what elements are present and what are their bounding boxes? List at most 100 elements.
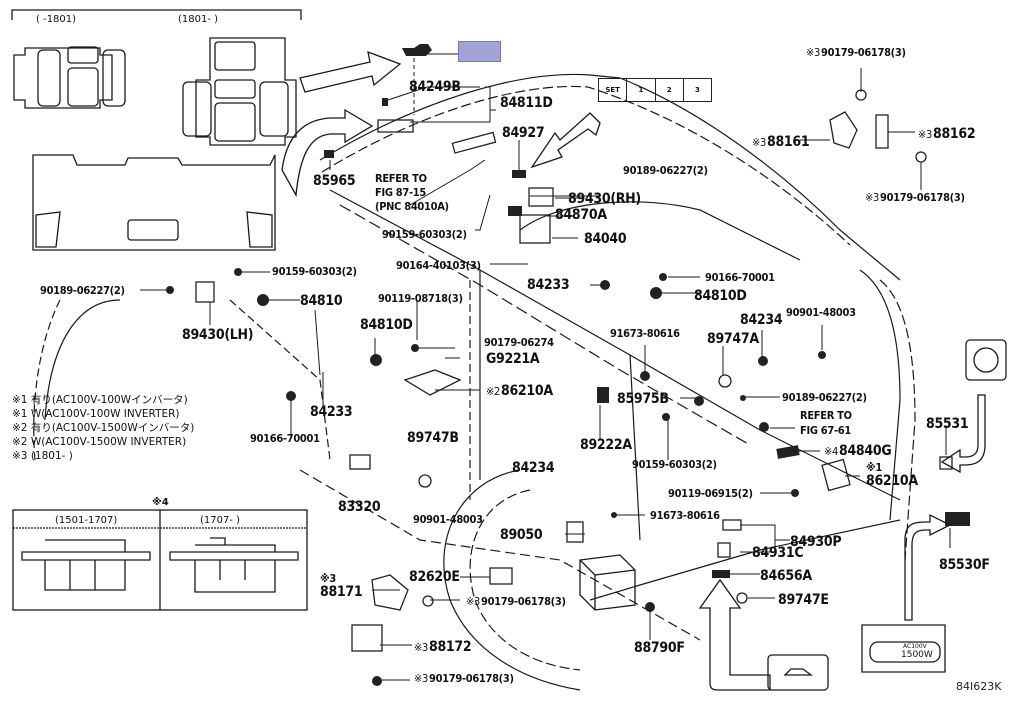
refer-fig-87-15-line1[interactable]: REFER TO: [375, 172, 427, 185]
part-86210A-a[interactable]: ※286210A: [486, 384, 553, 399]
part-83320[interactable]: 83320: [338, 499, 381, 515]
part-90189-06227-a[interactable]: 90189-06227(2): [623, 164, 708, 177]
part-84040[interactable]: 84040: [584, 231, 627, 247]
switch-panel-old: [13, 46, 126, 109]
memory-switch-inset: SET 1 2 3: [598, 78, 712, 102]
part-82620E[interactable]: 82620E: [409, 569, 460, 585]
vehicle-body: [33, 73, 916, 691]
arrow-big-2: [530, 112, 601, 169]
part-90189-06227-b[interactable]: 90189-06227(2): [40, 284, 125, 297]
legend-line-4: ※2 W(AC100V-1500W INVERTER): [12, 436, 187, 448]
part-84810D-b[interactable]: 84810D: [694, 288, 747, 304]
part-88161-number: 88161: [767, 134, 810, 150]
legend-line-5: ※3 (1801- ): [12, 450, 73, 462]
part-84233-b[interactable]: 84233: [310, 404, 353, 420]
part-91673-80616-a[interactable]: 91673-80616: [610, 327, 680, 340]
part-90179-06178-b-number: 90179-06178(3): [481, 595, 566, 608]
part-90179-06178-d-number: 90179-06178(3): [821, 46, 906, 59]
part-90179-06178-d[interactable]: ※390179-06178(3): [806, 47, 906, 59]
arrow-85530F: [904, 513, 952, 621]
refer-fig-67-61-line1[interactable]: REFER TO: [800, 409, 852, 422]
legend-line-3: ※2 有り(AC100V-1500Wインバータ): [12, 422, 195, 434]
arrow-85531: [940, 394, 986, 474]
part-90179-06178-b[interactable]: ※390179-06178(3): [466, 596, 566, 608]
refer-fig-87-15-line3[interactable]: (PNC 84010A): [375, 200, 449, 213]
part-91673-80616-b[interactable]: 91673-80616: [650, 509, 720, 522]
leader-lines: [140, 53, 951, 681]
part-88171-mark: ※3: [320, 572, 336, 585]
inset-bracket: [11, 9, 302, 20]
part-88172-mark: ※3: [414, 641, 428, 654]
part-90189-06227-c[interactable]: 90189-06227(2): [782, 391, 867, 404]
part-88171[interactable]: 88171: [320, 584, 363, 600]
tailgate-switch-inset: [767, 654, 829, 691]
part-86210A-b[interactable]: 86210A: [866, 473, 918, 489]
memory-2-button: 2: [656, 79, 684, 101]
part-90179-06274[interactable]: 90179-06274: [484, 336, 554, 349]
part-90901-48003-b[interactable]: 90901-48003: [413, 513, 483, 526]
inverter-badge-line2: 1500W: [901, 650, 933, 660]
switch-panel-old-label: ( -1801): [36, 14, 77, 25]
part-84249B[interactable]: 84249B: [409, 79, 461, 95]
part-84234-b[interactable]: 84234: [512, 460, 555, 476]
part-90179-06178-c-number: 90179-06178(3): [429, 672, 514, 685]
part-84870A[interactable]: 84870A: [555, 207, 607, 223]
part-89050[interactable]: 89050: [500, 527, 543, 543]
part-G9221A[interactable]: G9221A: [486, 351, 540, 367]
part-85530F[interactable]: 85530F: [939, 557, 990, 573]
highlighted-part-box[interactable]: [458, 41, 501, 62]
part-88790F[interactable]: 88790F: [634, 640, 685, 656]
part-84233-a[interactable]: 84233: [527, 277, 570, 293]
part-86210A-a-number: 86210A: [501, 383, 553, 399]
part-84927[interactable]: 84927: [502, 125, 545, 141]
part-90159-60303-a[interactable]: 90159-60303(2): [382, 228, 467, 241]
part-90119-06915[interactable]: 90119-06915(2): [668, 487, 753, 500]
refer-fig-87-15-line2[interactable]: FIG 87-15: [375, 186, 426, 199]
part-90159-60303-c[interactable]: 90159-60303(2): [632, 458, 717, 471]
part-89747E[interactable]: 89747E: [778, 592, 829, 608]
part-88161-mark: ※3: [752, 136, 766, 149]
part-90166-70001-a[interactable]: 90166-70001: [705, 271, 775, 284]
part-86210A-b-mark: ※1: [866, 461, 882, 474]
part-84810D-a[interactable]: 84810D: [360, 317, 413, 333]
part-84930P[interactable]: 84930P: [790, 534, 842, 550]
part-89747B[interactable]: 89747B: [407, 430, 459, 446]
part-89222A[interactable]: 89222A: [580, 437, 632, 453]
memory-1-button: 1: [627, 79, 656, 101]
part-90159-60303-b[interactable]: 90159-60303(2): [272, 265, 357, 278]
refer-fig-67-61-line2[interactable]: FIG 67-61: [800, 424, 851, 437]
part-88161[interactable]: ※388161: [752, 134, 810, 150]
diagram-code: 84I623K: [956, 680, 1002, 693]
part-89430-rh[interactable]: 89430(RH): [568, 191, 641, 207]
part-85975B[interactable]: 85975B: [617, 391, 669, 407]
part-84811D[interactable]: 84811D: [500, 95, 553, 111]
part-90119-08718[interactable]: 90119-08718(3): [378, 292, 463, 305]
part-89430-lh[interactable]: 89430(LH): [182, 327, 254, 343]
part-84840G-mark: ※4: [824, 445, 838, 458]
part-84810[interactable]: 84810: [300, 293, 343, 309]
part-88172[interactable]: ※388172: [414, 640, 472, 655]
overhead-console-inset: [32, 154, 276, 251]
connector-col-1: (1501-1707): [55, 515, 118, 526]
arrow-up-bottom: [698, 578, 771, 691]
part-88162-mark: ※3: [918, 128, 932, 141]
connector-col-2: (1707- ): [200, 515, 241, 526]
part-84234-a[interactable]: 84234: [740, 312, 783, 328]
part-85531[interactable]: 85531: [926, 416, 969, 432]
part-90901-48003-a[interactable]: 90901-48003: [786, 306, 856, 319]
ground-inset: [965, 339, 1007, 381]
part-89747A[interactable]: 89747A: [707, 331, 759, 347]
part-85965[interactable]: 85965: [313, 173, 356, 189]
part-84840G[interactable]: ※484840G: [824, 444, 892, 459]
part-90179-06178-c-mark: ※3: [414, 672, 428, 685]
part-88162[interactable]: ※388162: [918, 127, 976, 142]
part-84931C[interactable]: 84931C: [752, 545, 804, 561]
part-90179-06178-e[interactable]: ※390179-06178(3): [865, 192, 965, 204]
switch-panel-new-label: (1801- ): [178, 14, 219, 25]
part-84656A[interactable]: 84656A: [760, 568, 812, 584]
part-90164-40103[interactable]: 90164-40103(3): [396, 259, 481, 272]
part-90166-70001-b[interactable]: 90166-70001: [250, 432, 320, 445]
part-90179-06178-c[interactable]: ※390179-06178(3): [414, 673, 514, 685]
part-90179-06178-e-mark: ※3: [865, 191, 879, 204]
